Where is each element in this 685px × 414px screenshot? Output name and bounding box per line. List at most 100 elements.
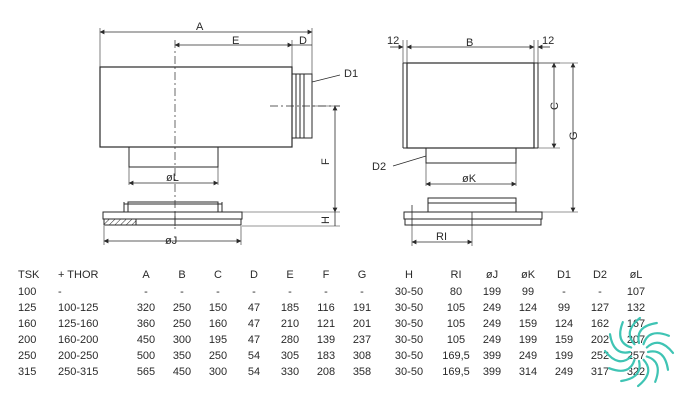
table-cell: 169,5 [442, 366, 470, 378]
table-cell: - [216, 286, 220, 298]
table-cell: 500 [136, 350, 156, 362]
header-g: G [357, 269, 367, 281]
label-d1: D1 [344, 68, 358, 80]
spigot-l [128, 146, 219, 168]
table-cell: - [324, 286, 328, 298]
table-cell: 100-125 [58, 302, 99, 314]
table-cell: 202 [590, 334, 610, 346]
ceiling-panel-front [403, 211, 543, 220]
table-cell: 124 [518, 302, 538, 314]
table-cell: 159 [554, 334, 574, 346]
table-cell: 308 [352, 350, 372, 362]
table-cell: 47 [247, 318, 261, 330]
label-12-right: 12 [542, 35, 554, 47]
table-cell: 314 [518, 366, 538, 378]
table-cell: 330 [280, 366, 300, 378]
table-cell: - [598, 286, 602, 298]
table-cell: - [144, 286, 148, 298]
spiral-fan-logo-icon [603, 316, 675, 388]
table-cell: 159 [518, 318, 538, 330]
diffuser-collar-front [427, 197, 517, 213]
plenum-box [99, 66, 293, 148]
table-cell: 315 [18, 366, 37, 378]
header-e: E [286, 269, 294, 281]
table-cell: 54 [247, 366, 261, 378]
table-cell: 360 [136, 318, 156, 330]
table-cell: 132 [626, 302, 646, 314]
table-cell: 322 [626, 366, 646, 378]
table-cell: 30-50 [394, 366, 424, 378]
table-cell: 195 [208, 334, 228, 346]
table-cell: 250 [18, 350, 37, 362]
table-cell: 127 [590, 302, 610, 314]
table-cell: 162 [590, 318, 610, 330]
table-cell: 207 [626, 334, 646, 346]
table-cell: 125 [18, 302, 37, 314]
table-cell: 250 [172, 302, 192, 314]
table-cell: 305 [280, 350, 300, 362]
table-cell: 317 [590, 366, 610, 378]
table-cell: 105 [446, 334, 466, 346]
table-cell: 116 [317, 302, 335, 314]
table-cell: 169,5 [442, 350, 470, 362]
table-cell: 208 [316, 366, 336, 378]
table-cell: 121 [316, 318, 336, 330]
table-cell: 199 [482, 286, 502, 298]
table-cell: 183 [316, 350, 336, 362]
table-cell: 160 [18, 318, 37, 330]
header-h: H [405, 269, 413, 281]
table-cell: 139 [316, 334, 336, 346]
table-cell: 124 [554, 318, 574, 330]
label-f: F [320, 158, 332, 165]
table-cell: 280 [280, 334, 300, 346]
table-cell: 249 [554, 366, 574, 378]
dimensions-table: TSK + THOR A B C D E F G H RI øJ øK D1 D… [18, 266, 654, 380]
table-cell: 252 [590, 350, 610, 362]
label-h: H [320, 216, 332, 224]
table-cell: 150 [208, 302, 228, 314]
label-oj: øJ [165, 235, 177, 247]
table-cell: 450 [136, 334, 156, 346]
header-oj: øJ [485, 269, 499, 281]
table-cell: 30-50 [394, 350, 424, 362]
table-cell: 210 [280, 318, 300, 330]
table-cell: 450 [172, 366, 192, 378]
table-cell: 200-250 [58, 350, 99, 362]
label-c: C [549, 102, 561, 110]
table-cell: 300 [172, 334, 192, 346]
table-cell: 250 [208, 350, 228, 362]
table-cell: - [252, 286, 256, 298]
table-cell: - [180, 286, 184, 298]
header-ok: øK [520, 269, 536, 281]
side-view [99, 28, 341, 245]
label-g: G [568, 131, 580, 140]
table-cell: 100 [18, 286, 37, 298]
header-c: C [214, 269, 222, 281]
table-cell: 30-50 [394, 286, 424, 298]
table-cell: 99 [521, 286, 535, 298]
table-cell: 185 [280, 302, 300, 314]
table-cell: 249 [482, 318, 502, 330]
table-cell: 565 [136, 366, 156, 378]
table-cell: 250-315 [58, 366, 99, 378]
table-cell: 300 [208, 366, 228, 378]
table-cell: 99 [557, 302, 571, 314]
table-cell: 30-50 [394, 318, 424, 330]
label-12-left: 12 [387, 35, 399, 47]
table-cell: 30-50 [394, 302, 424, 314]
table-cell: 399 [482, 366, 502, 378]
table-cell: 47 [247, 302, 261, 314]
table-cell: 80 [449, 286, 463, 298]
header-d1: D1 [556, 269, 572, 281]
table-cell: 249 [518, 350, 538, 362]
header-thor: + THOR [58, 269, 99, 281]
spigot-k [425, 147, 517, 164]
table-cell: 237 [352, 334, 372, 346]
label-ri: RI [436, 231, 447, 243]
table-cell: 160-200 [58, 334, 99, 346]
diffuser-face-front [404, 218, 542, 226]
table-cell: - [562, 286, 566, 298]
